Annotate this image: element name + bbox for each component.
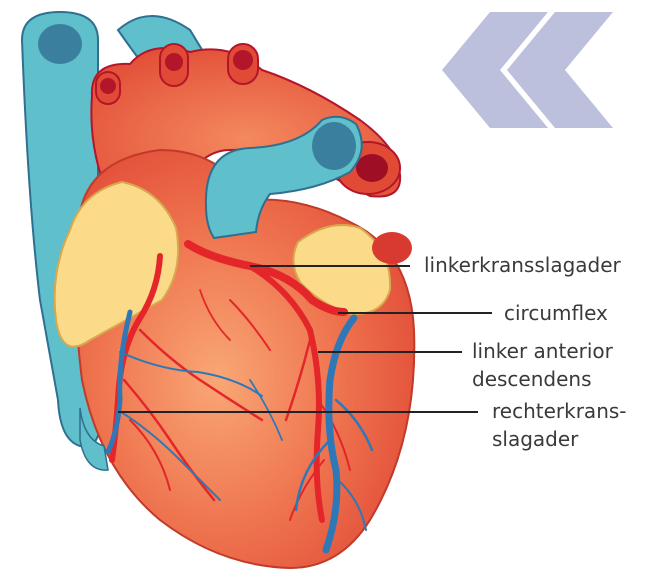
- left-auricle: [372, 232, 412, 264]
- label-lad-line1: linker anterior: [472, 339, 614, 363]
- label-right-coronary-line1: rechterkrans-: [492, 399, 627, 423]
- label-circumflex: circumflex: [504, 301, 608, 325]
- label-lad-line2: descendens: [472, 367, 592, 391]
- label-linkerkransslagader: linkerkransslagader: [424, 253, 622, 277]
- double-chevron-left-icon[interactable]: [442, 12, 613, 128]
- label-right-coronary-line2: slagader: [492, 427, 579, 451]
